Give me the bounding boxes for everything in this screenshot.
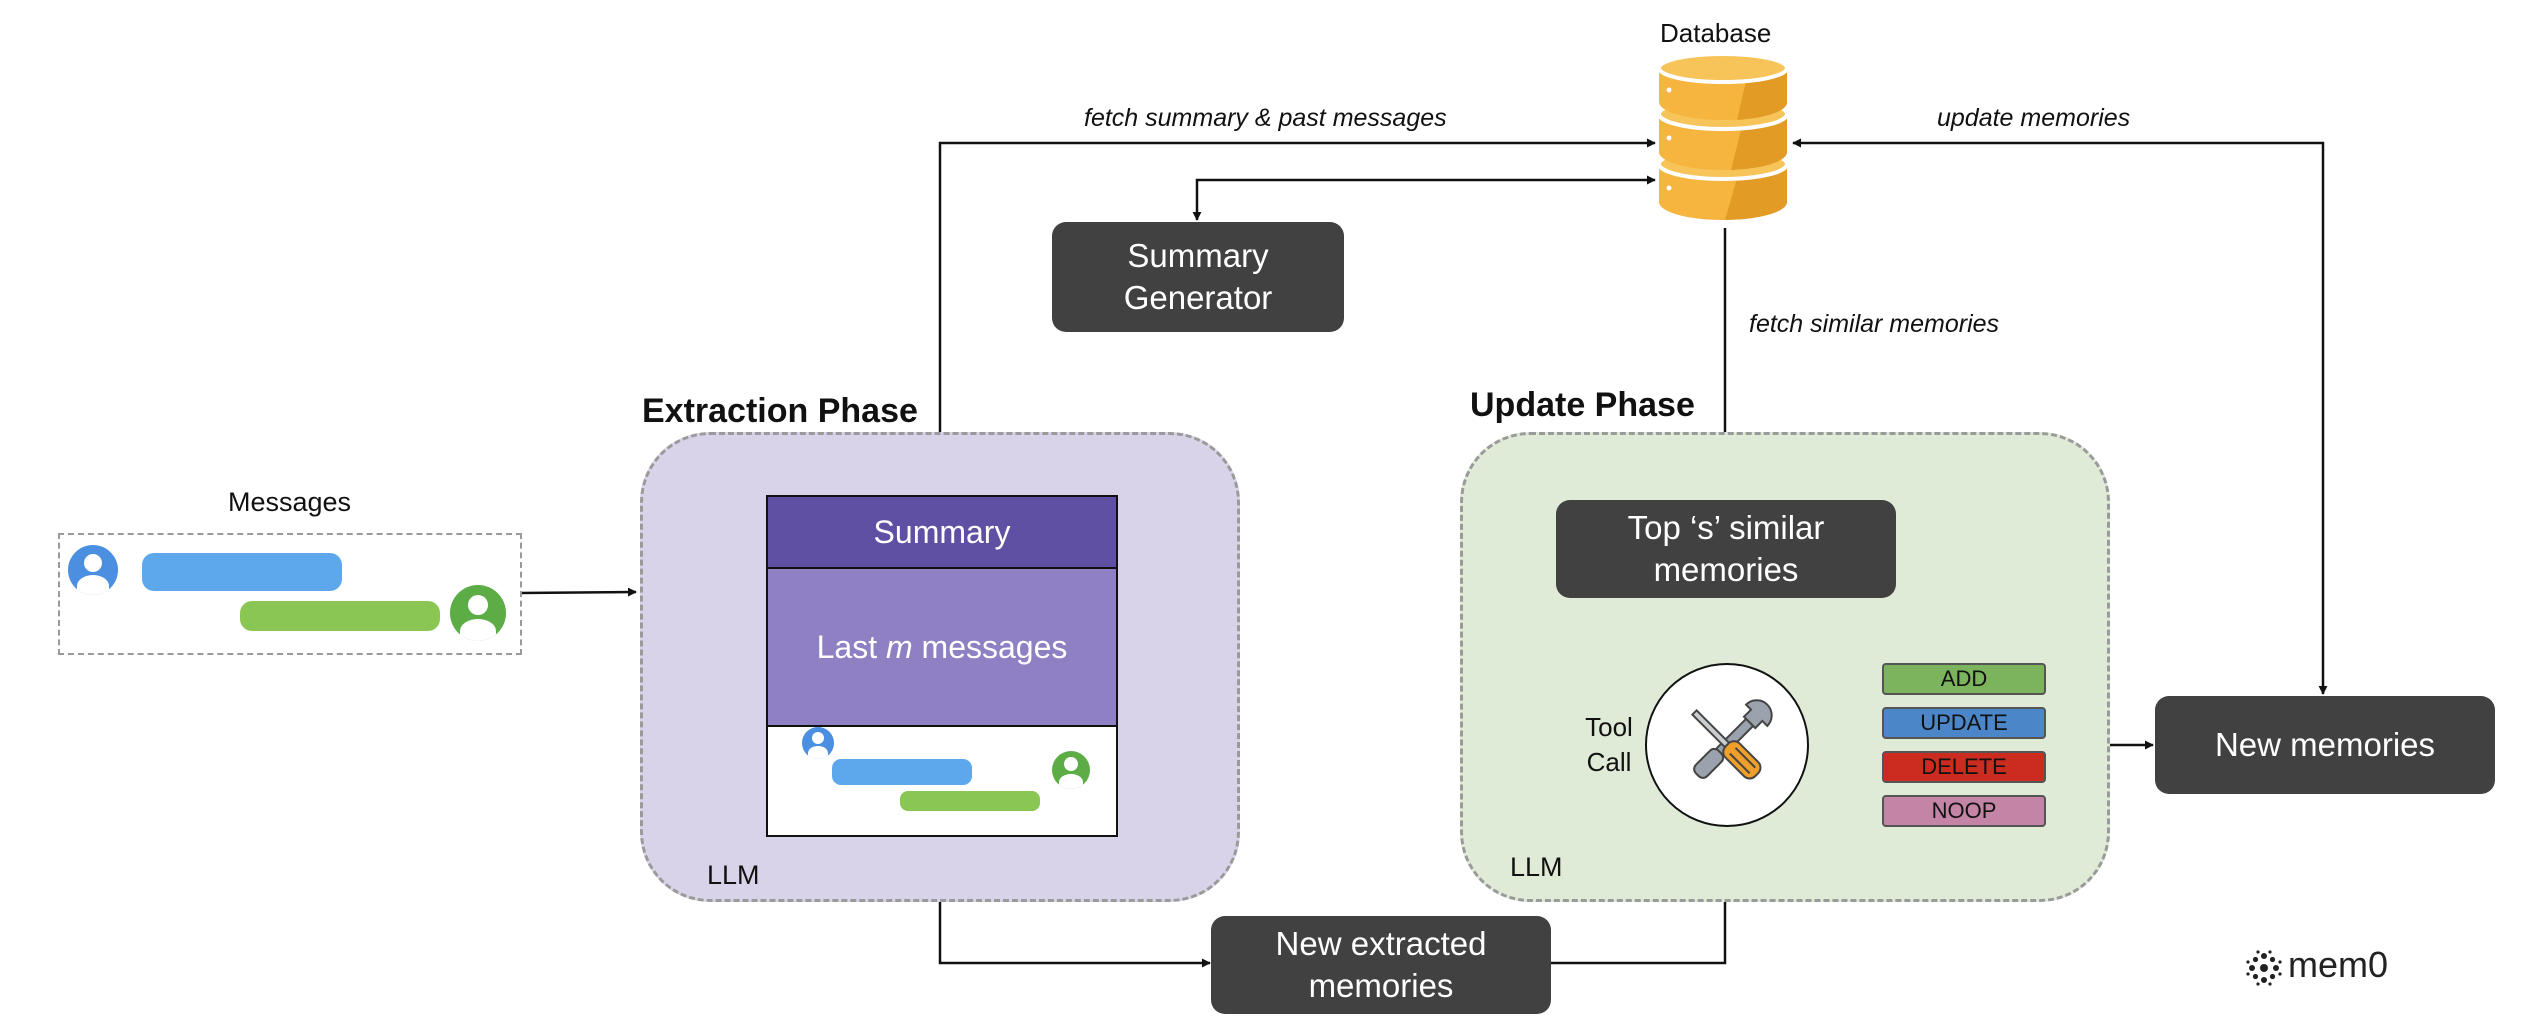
update-phase-title: Update Phase — [1470, 386, 1695, 424]
mini-bot-avatar-icon — [1052, 751, 1090, 789]
user-avatar-icon — [68, 545, 118, 595]
mini-user-avatar-icon — [802, 727, 834, 759]
mem0-logo-icon — [2246, 950, 2282, 986]
top-similar-line2: memories — [1653, 551, 1799, 588]
tool-call-line2: Call — [1586, 747, 1632, 778]
extraction-llm-label: LLM — [707, 860, 760, 890]
user-message-bubble — [142, 553, 342, 591]
mini-chat — [768, 727, 1116, 835]
edge-messages-to-extraction — [519, 587, 637, 597]
fetch-similar-label: fetch similar memories — [1749, 310, 2000, 338]
last-prefix: Last — [816, 628, 886, 665]
new-memories-box: New memories — [2155, 696, 2495, 794]
edge-update-memories — [1792, 138, 2328, 695]
mini-bot-bubble — [900, 791, 1040, 811]
database-icon — [1657, 52, 1789, 220]
last-suffix: messages — [912, 628, 1068, 665]
new-extracted-line1: New extracted — [1275, 924, 1487, 962]
update-memories-label: update memories — [1937, 104, 2131, 132]
top-similar-line1: Top ‘s’ similar — [1627, 508, 1825, 546]
fetch-summary-label: fetch summary & past messages — [1084, 104, 1447, 132]
bot-message-bubble — [240, 601, 440, 631]
mem0-brand-name: mem0 — [2288, 944, 2389, 985]
op-add: ADD — [1882, 663, 2046, 695]
new-extracted-memories-box: New extracted memories — [1211, 916, 1551, 1014]
context-window: Summary Last m messages — [766, 495, 1118, 837]
messages-label: Messages — [228, 487, 352, 517]
summary-generator-line1: Summary — [1127, 236, 1269, 274]
last-var: m — [885, 628, 913, 665]
tool-call-label: Tool Call — [1564, 710, 1654, 780]
summary-generator-line2: Generator — [1123, 279, 1273, 316]
mini-user-bubble — [832, 759, 972, 785]
op-update: UPDATE — [1882, 707, 2046, 739]
update-llm-label: LLM — [1510, 852, 1563, 882]
messages-box — [58, 533, 522, 655]
last-messages-section: Last m messages — [768, 569, 1116, 727]
summary-header: Summary — [768, 497, 1116, 569]
tool-call-node — [1645, 663, 1809, 827]
bot-avatar-icon — [450, 585, 506, 641]
edge-fetch-summary — [935, 138, 1656, 496]
extraction-phase-title: Extraction Phase — [642, 392, 918, 430]
op-noop: NOOP — [1882, 795, 2046, 827]
op-delete: DELETE — [1882, 751, 2046, 783]
edge-summary-generator — [1192, 175, 1656, 221]
top-similar-memories-box: Top ‘s’ similar memories — [1556, 500, 1896, 598]
summary-generator-box: Summary Generator — [1052, 222, 1344, 332]
new-extracted-line2: memories — [1308, 967, 1454, 1004]
tools-icon — [1690, 699, 1773, 780]
database-label: Database — [1660, 18, 1772, 48]
tool-call-line1: Tool — [1585, 712, 1633, 742]
